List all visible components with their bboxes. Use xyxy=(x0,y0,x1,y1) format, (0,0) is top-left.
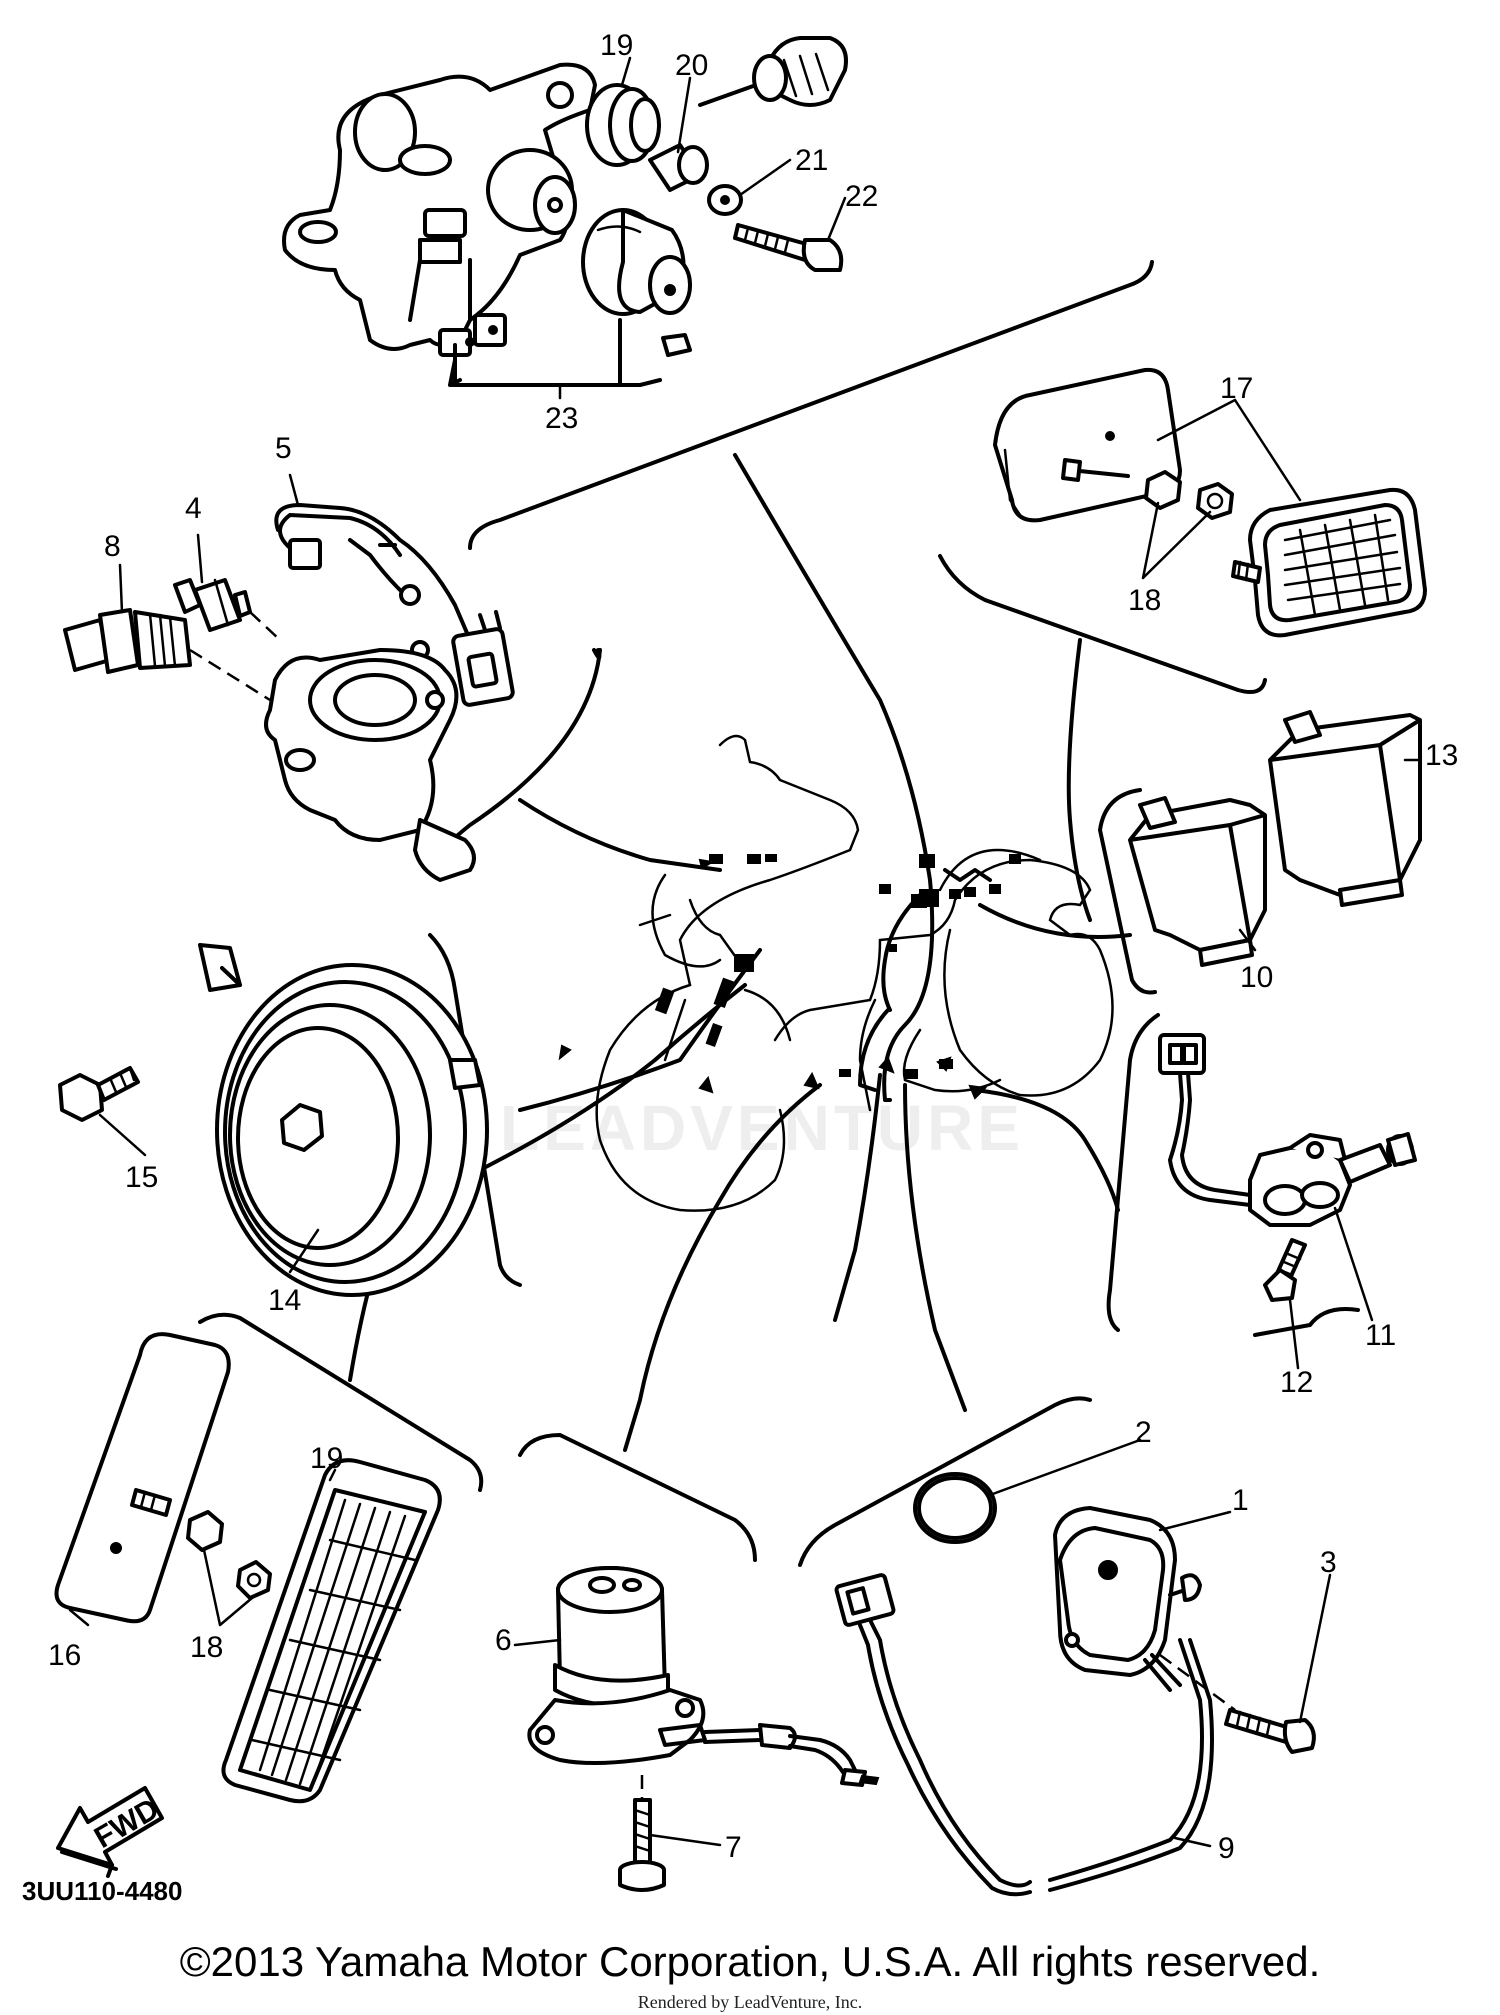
harness-connectors xyxy=(558,854,1021,1100)
bolt-7 xyxy=(618,1775,666,1892)
horn-14 xyxy=(198,943,489,1297)
watermark-text: LEADVENTURE xyxy=(500,1092,1024,1164)
callout-22: 22 xyxy=(845,180,878,213)
screw-22 xyxy=(733,223,844,272)
nuts-18-top xyxy=(1144,470,1234,520)
grommet-19 xyxy=(585,83,661,167)
leader-lines xyxy=(68,56,1422,1848)
fwd-arrow: FWD xyxy=(56,1786,165,1878)
callout-18-bottom: 18 xyxy=(190,1631,223,1664)
callout-16: 16 xyxy=(48,1639,81,1672)
sender-8 xyxy=(63,608,271,702)
callout-12: 12 xyxy=(1280,1366,1313,1399)
callout-5: 5 xyxy=(275,432,292,465)
callout-18-top: 18 xyxy=(1128,584,1161,617)
reflector-17-left xyxy=(993,367,1182,523)
callout-14: 14 xyxy=(268,1284,301,1317)
main-switch-assembly xyxy=(282,62,597,357)
switch-11 xyxy=(1158,1033,1417,1227)
wiring-harness xyxy=(348,453,1132,1452)
callout-7: 7 xyxy=(725,1831,742,1864)
rendered-by-credit: Rendered by LeadVenture, Inc. xyxy=(637,1992,863,2012)
sensor-4 xyxy=(173,578,281,641)
o-ring-2 xyxy=(913,1472,997,1544)
drawing-code: 3UU110-4480 xyxy=(22,1876,183,1906)
callout-17: 17 xyxy=(1220,372,1253,405)
callout-6: 6 xyxy=(495,1624,512,1657)
key-collar-20 xyxy=(648,143,709,192)
callout-13: 13 xyxy=(1425,739,1458,772)
lock-cylinder-23 xyxy=(448,208,692,387)
thermostat-housing xyxy=(264,648,476,882)
callout-8: 8 xyxy=(104,530,121,563)
relay-13 xyxy=(1268,710,1422,907)
washer-21 xyxy=(707,184,743,216)
copyright-notice: ©2013 Yamaha Motor Corporation, U.S.A. A… xyxy=(179,1938,1321,1985)
wire-lead-5 xyxy=(274,503,515,707)
callout-labels: 1 2 3 4 5 6 7 8 9 10 11 12 13 14 15 16 1… xyxy=(48,29,1458,1865)
sensor-plate-1 xyxy=(1053,1506,1236,1712)
callout-23: 23 xyxy=(545,402,578,435)
bolt-15 xyxy=(58,1066,140,1122)
nuts-18-bottom xyxy=(186,1510,272,1600)
callout-11: 11 xyxy=(1365,1319,1396,1352)
reflector-19 xyxy=(221,1458,442,1804)
panel-16 xyxy=(54,1332,231,1624)
callout-10: 10 xyxy=(1240,961,1273,994)
callout-19-bottom: 19 xyxy=(310,1442,343,1475)
callout-19-top: 19 xyxy=(600,29,633,62)
callout-9: 9 xyxy=(1218,1832,1235,1865)
callout-1: 1 xyxy=(1232,1484,1249,1517)
callout-21: 21 xyxy=(795,144,828,177)
relay-10 xyxy=(1128,796,1267,967)
screw-12 xyxy=(1263,1238,1307,1302)
key-fob xyxy=(698,36,848,107)
callout-20: 20 xyxy=(675,49,708,82)
callout-3: 3 xyxy=(1320,1546,1337,1579)
solenoid-6 xyxy=(527,1566,880,1787)
callout-15: 15 xyxy=(125,1161,158,1194)
callout-4: 4 xyxy=(185,492,202,525)
reflector-17-right xyxy=(1231,487,1427,638)
lead-wire-9 xyxy=(834,1573,1214,1897)
callout-2: 2 xyxy=(1135,1416,1152,1449)
bolt-3 xyxy=(1224,1708,1316,1754)
